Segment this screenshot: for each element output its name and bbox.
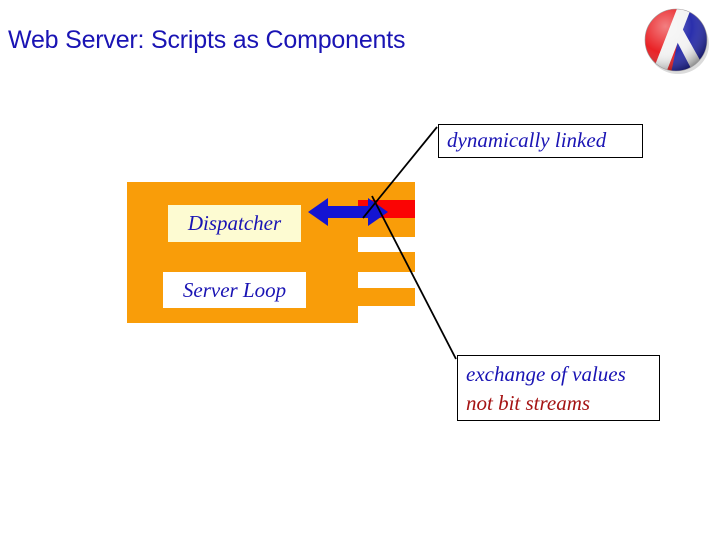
connector-bar-4 [358,288,415,306]
dispatcher-box: Dispatcher [168,205,301,242]
bidirectional-arrow-icon [308,193,388,231]
callout-dynamically-linked-text: dynamically linked [447,128,607,152]
connector-bar-1 [358,182,415,200]
server-loop-box: Server Loop [163,272,306,308]
callout-exchange-line1: exchange of values [466,362,626,386]
page-title: Web Server: Scripts as Components [8,26,406,54]
callout-exchange-of-values: exchange of values not bit streams [457,355,660,421]
callout-exchange-line2: not bit streams [466,391,591,415]
dispatcher-label: Dispatcher [187,211,282,235]
connector-bar-3 [358,252,415,272]
server-loop-label: Server Loop [182,277,287,302]
lambda-ball-logo [640,6,714,78]
callout-dynamically-linked: dynamically linked [438,124,643,158]
